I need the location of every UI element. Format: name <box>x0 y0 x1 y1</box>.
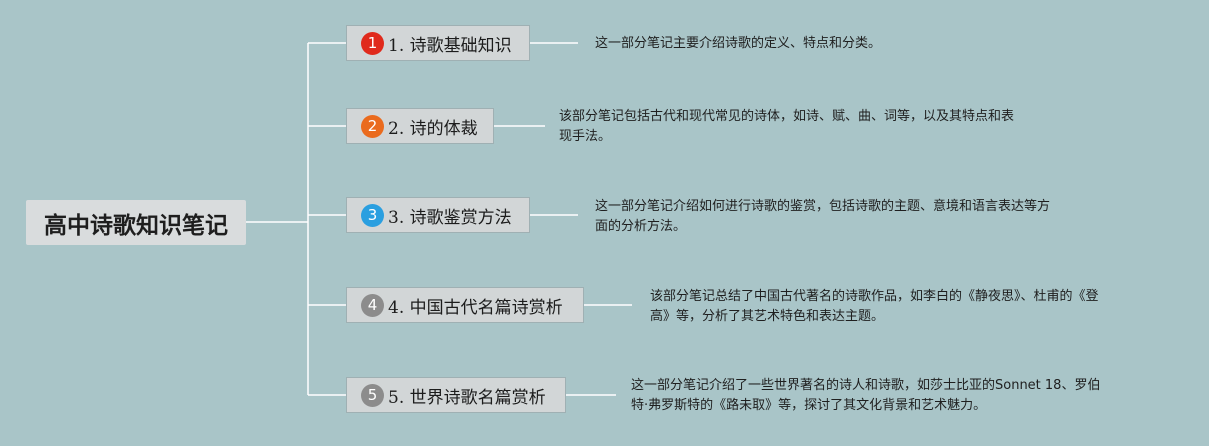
note-line: 现手法。 <box>559 129 612 144</box>
subtopic-note: 这一部分笔记介绍如何进行诗歌的鉴赏，包括诗歌的主题、意境和语言表达等方面的分析方… <box>595 197 1050 237</box>
note-line: 高》等，分析了其艺术特色和表达主题。 <box>650 309 885 324</box>
note-line: 这一部分笔记主要介绍诗歌的定义、特点和分类。 <box>595 36 882 51</box>
root-topic[interactable]: 高中诗歌知识笔记 <box>26 200 246 245</box>
subtopic-note: 这一部分笔记主要介绍诗歌的定义、特点和分类。 <box>595 34 881 54</box>
note-line: 特·弗罗斯特的《路未取》等，探讨了其文化背景和艺术魅力。 <box>631 398 987 413</box>
subtopic-label: 2. 诗的体裁 <box>388 118 478 139</box>
note-line: 面的分析方法。 <box>595 219 687 234</box>
priority-badge-icon: 1 <box>361 31 384 55</box>
subtopic-note: 该部分笔记包括古代和现代常见的诗体，如诗、赋、曲、词等，以及其特点和表现手法。 <box>559 107 1014 147</box>
subtopic-note: 该部分笔记总结了中国古代著名的诗歌作品，如李白的《静夜思》、杜甫的《登高》等，分… <box>650 287 1099 327</box>
priority-badge-icon: 4 <box>361 293 384 317</box>
priority-badge-icon: 5 <box>361 383 384 407</box>
note-line: 该部分笔记包括古代和现代常见的诗体，如诗、赋、曲、词等，以及其特点和表 <box>559 109 1015 124</box>
note-line: 该部分笔记总结了中国古代著名的诗歌作品，如李白的《静夜思》、杜甫的《登 <box>650 289 1099 304</box>
subtopic-note: 这一部分笔记介绍了一些世界著名的诗人和诗歌，如莎士比亚的Sonnet 18、罗伯… <box>631 376 1100 416</box>
subtopic-label: 4. 中国古代名篇诗赏析 <box>388 297 563 318</box>
subtopic-label: 1. 诗歌基础知识 <box>388 35 512 56</box>
priority-badge-icon: 2 <box>361 114 384 138</box>
note-line: 这一部分笔记介绍了一些世界著名的诗人和诗歌，如莎士比亚的Sonnet 18、罗伯 <box>631 378 1101 393</box>
priority-badge-icon: 3 <box>361 203 384 227</box>
note-line: 这一部分笔记介绍如何进行诗歌的鉴赏，包括诗歌的主题、意境和语言表达等方 <box>595 199 1051 214</box>
subtopic-label: 5. 世界诗歌名篇赏析 <box>388 387 546 408</box>
subtopic-label: 3. 诗歌鉴赏方法 <box>388 207 512 228</box>
